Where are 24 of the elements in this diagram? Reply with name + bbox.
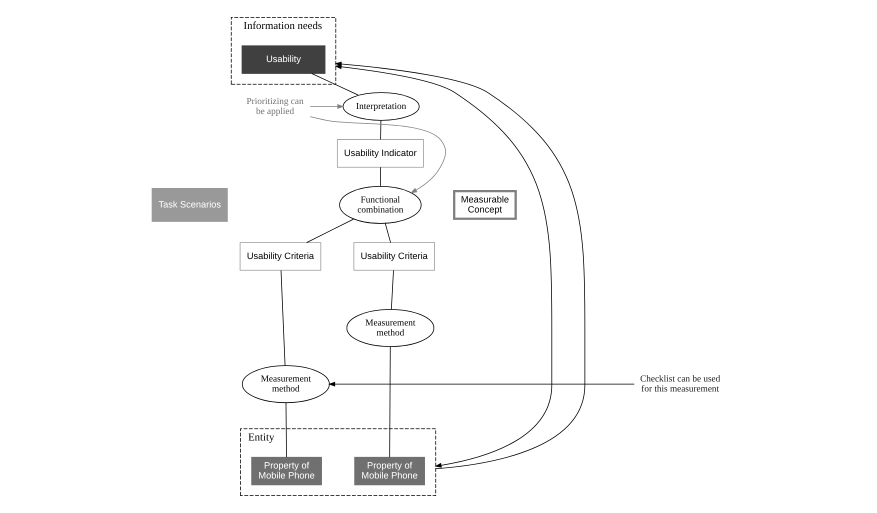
node-box: Task Scenarios — [151, 188, 228, 222]
node-ellipse: Measurement method — [241, 365, 330, 404]
node-ellipse: Measurement method — [346, 309, 434, 347]
connector — [390, 270, 394, 310]
arrow — [309, 116, 446, 194]
connector — [310, 73, 358, 96]
node-box: Property of Mobile Phone — [354, 456, 424, 486]
connector — [384, 223, 390, 243]
node-text: Checklist can be used for this measurement — [640, 374, 720, 394]
connector — [285, 402, 286, 458]
connector — [380, 120, 381, 140]
arrow — [309, 104, 344, 109]
arrow — [328, 382, 634, 387]
connector — [388, 346, 390, 458]
node-box: Usability Criteria — [239, 242, 321, 271]
connector — [280, 270, 285, 366]
node-box: Property of Mobile Phone — [250, 456, 322, 486]
node-box: Usability — [241, 45, 325, 74]
node-box: Usability Criteria — [352, 242, 434, 271]
node-box: Usability Indicator — [336, 139, 424, 168]
connector — [306, 218, 354, 243]
node-text: Prioritizing can be applied — [246, 96, 304, 116]
node-box: Measurable Concept — [452, 190, 516, 220]
node-ellipse: Interpretation — [342, 92, 420, 121]
